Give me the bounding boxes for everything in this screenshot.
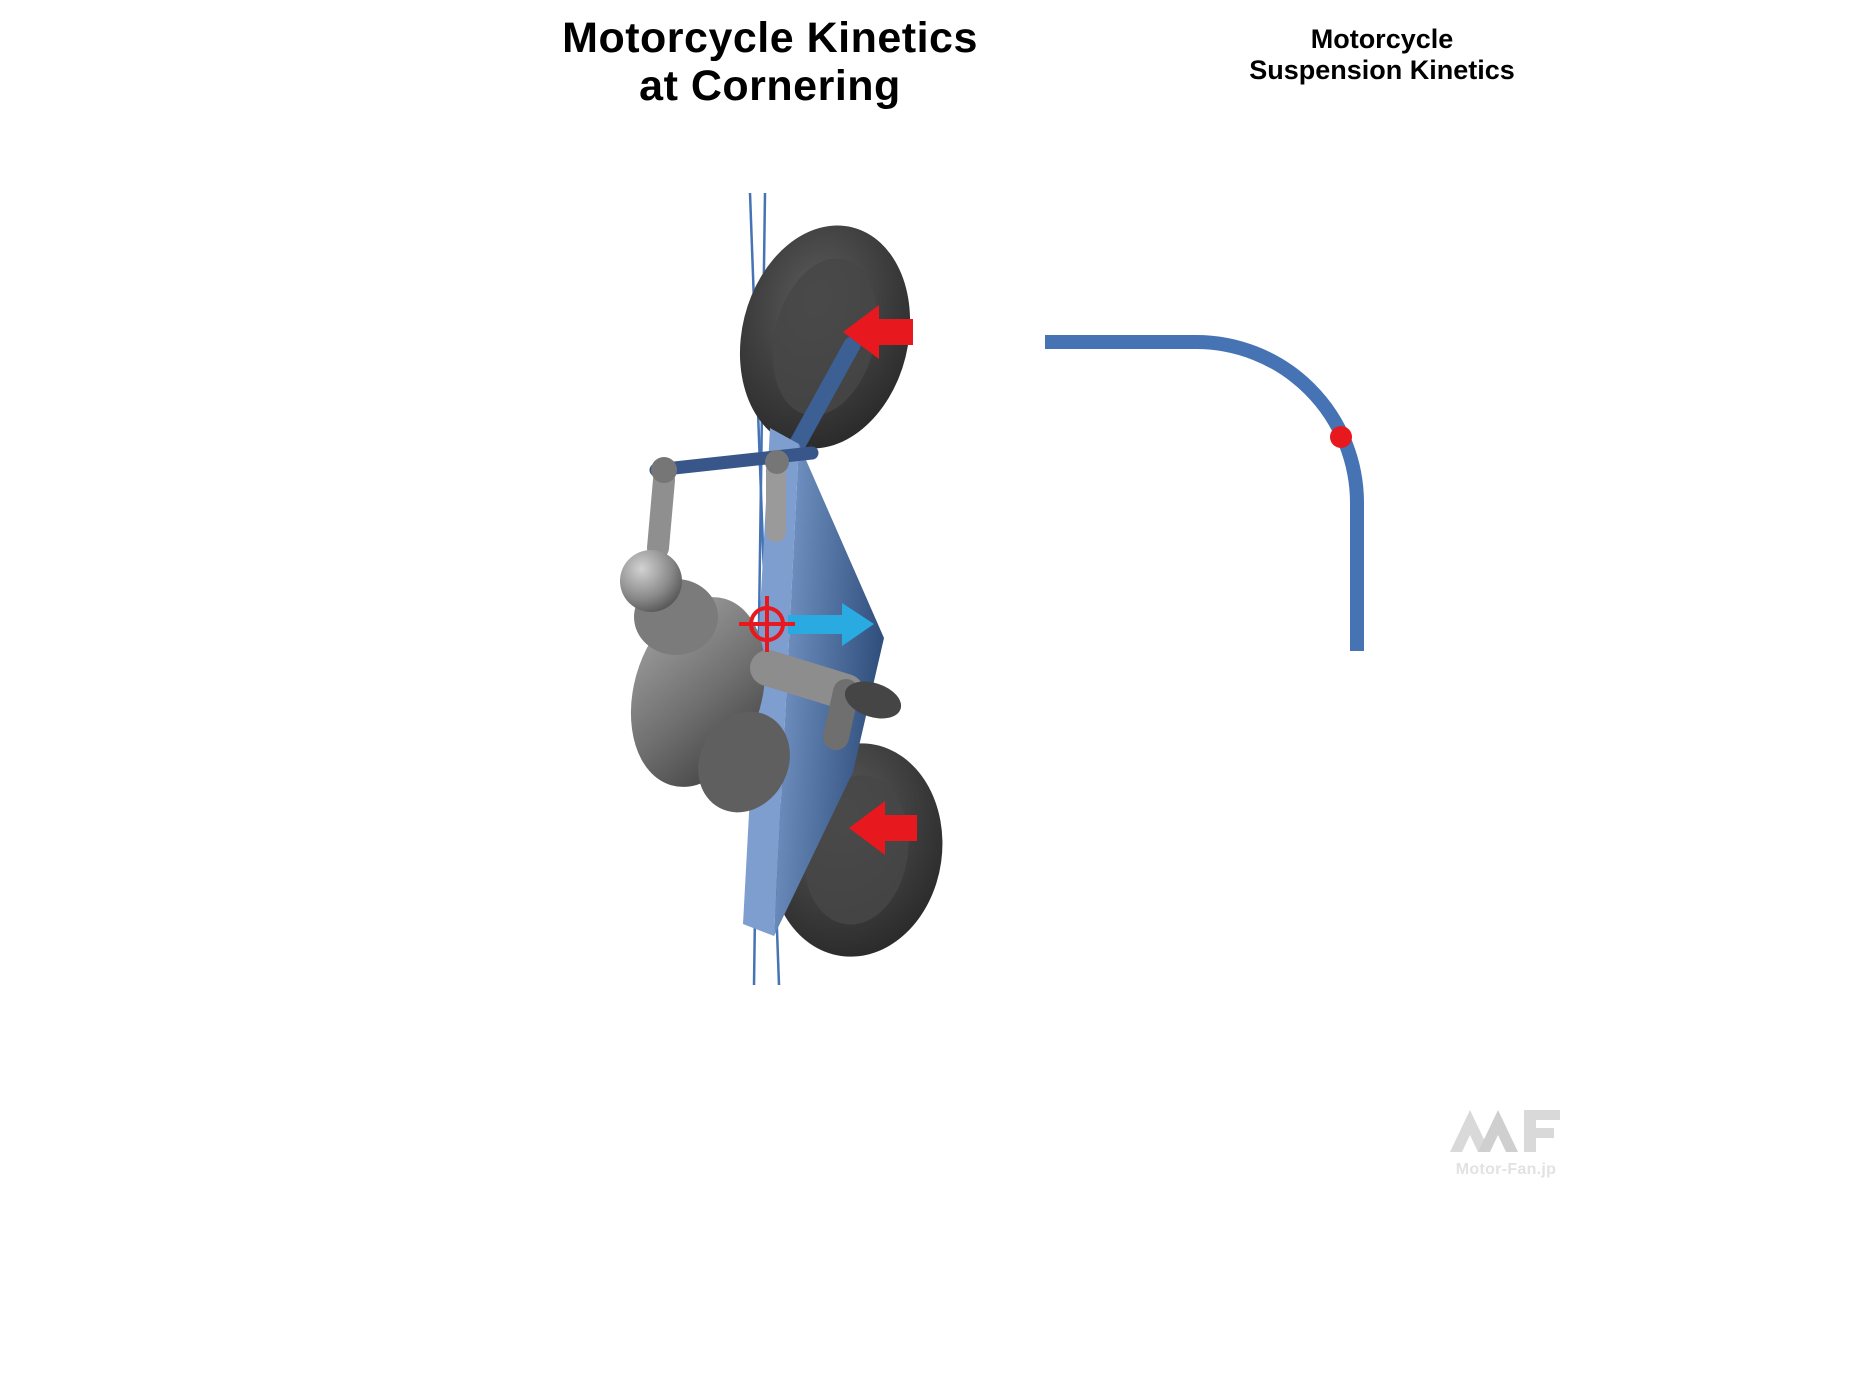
rider-head (620, 550, 682, 612)
rear-grip-force-arrow-icon (849, 801, 917, 855)
side-title-line2: Suspension Kinetics (1249, 55, 1515, 86)
rider-thigh (750, 650, 864, 710)
watermark: Motor-Fan.jp (1446, 1108, 1566, 1179)
watermark-text: Motor-Fan.jp (1455, 1161, 1557, 1178)
motor-fan-logo-icon (1450, 1110, 1560, 1152)
rider-boot (844, 681, 902, 719)
front-grip-force-arrow-icon (843, 305, 913, 359)
motorcycle-top-view (620, 225, 943, 957)
cog-crosshair-icon (739, 596, 795, 652)
rider-hip (698, 711, 790, 813)
main-title-line1: Motorcycle Kinetics (562, 14, 978, 62)
rider-shin (823, 679, 859, 750)
rider-right-hand (765, 450, 789, 474)
centrifugal-force-arrow-icon (788, 603, 874, 646)
side-title: Motorcycle Suspension Kinetics (1182, 24, 1582, 87)
position-dot-icon (1330, 426, 1352, 448)
cornering-path (1045, 335, 1364, 651)
main-title: Motorcycle Kinetics at Cornering (420, 14, 1120, 110)
main-title-line2: at Cornering (639, 62, 901, 111)
force-annotations (739, 305, 917, 855)
front-fork (784, 336, 861, 461)
front-wheel (739, 225, 911, 449)
rider-left-arm (647, 469, 675, 559)
road-curve (1045, 335, 1364, 651)
front-wheel-face (772, 258, 878, 416)
rider-left-hand (651, 457, 677, 483)
side-title-line1: Motorcycle (1310, 24, 1454, 54)
rider (620, 450, 902, 813)
